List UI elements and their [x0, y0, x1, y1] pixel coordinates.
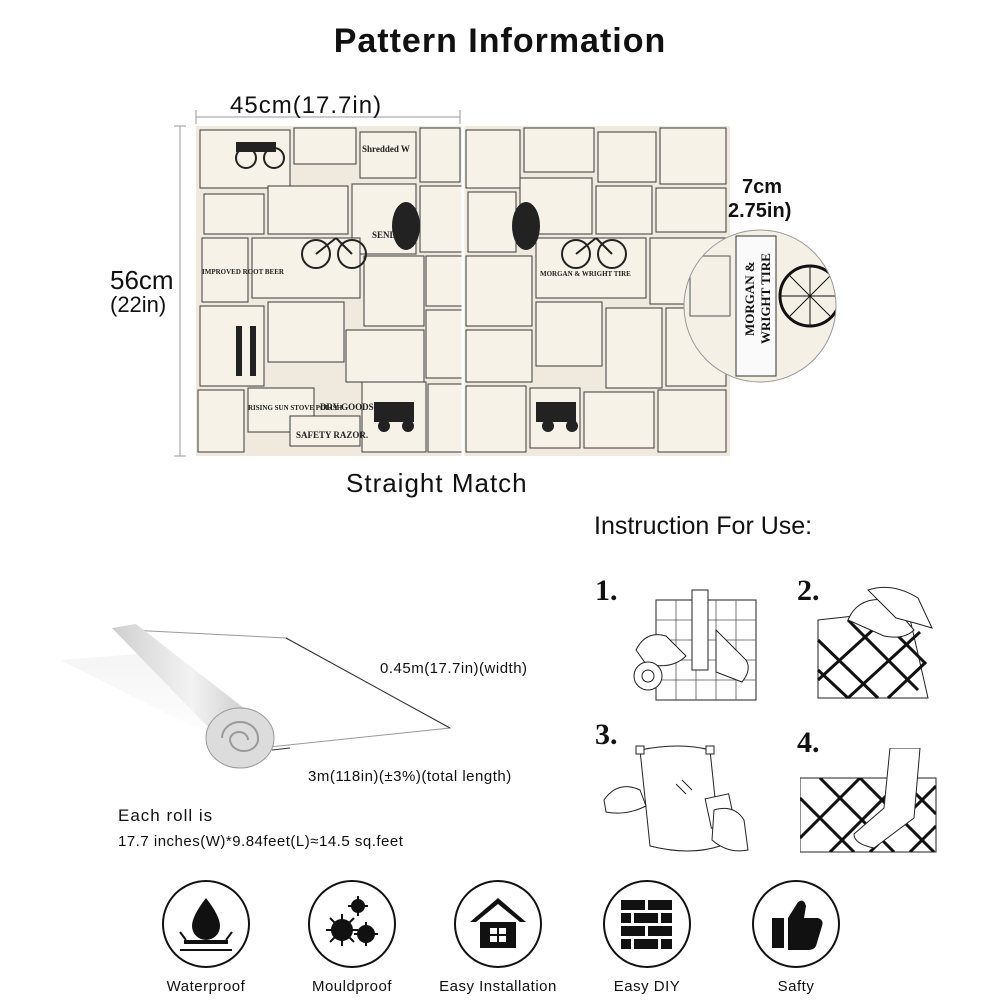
svg-text:MORGAN &: MORGAN &	[742, 261, 757, 336]
pattern-preview: Shredded W SAFETY RAZOR. MORGAN & WRIGHT…	[196, 126, 730, 456]
thumbs-up-icon	[772, 900, 823, 950]
feature-safety: Safty	[731, 880, 861, 995]
wallpaper-roll-illustration	[60, 624, 452, 769]
each-roll-label: Each roll is	[118, 806, 214, 825]
mould-spores-icon	[326, 896, 378, 946]
feature-easy-diy: Easy DIY	[582, 880, 712, 995]
pattern-width-label: 45cm(17.7in)	[230, 92, 383, 119]
instructions-title: Instruction For Use:	[594, 512, 813, 540]
roll-length-label: 3m(118in)(±3%)(total length)	[308, 768, 512, 785]
feature-mouldproof: Mouldproof	[287, 880, 417, 995]
step-2-peel-backing-illustration	[816, 586, 933, 700]
roll-width-label: 0.45m(17.7in)(width)	[380, 660, 528, 677]
step-1-measure-cut-illustration	[633, 589, 757, 701]
feature-label: Safty	[777, 978, 815, 995]
step-4-finished-wall-illustration	[800, 748, 937, 853]
sample-width-in: 2.75in)	[728, 200, 792, 222]
pattern-height-cm: 56cm	[110, 265, 174, 295]
print-text: MORGAN & WRIGHT TIRE	[540, 270, 631, 278]
feature-easy-installation: Easy Installation	[433, 880, 563, 995]
print-text: RISING SUN STOVE POLISH	[248, 404, 343, 412]
print-text: SEND ONE	[372, 230, 418, 240]
feature-waterproof: Waterproof	[141, 880, 271, 995]
step-3-apply-smooth-illustration	[603, 745, 749, 852]
zoomed-sample-circle: MORGAN & WRIGHT TIRE	[683, 229, 837, 383]
dimension-lines	[174, 110, 461, 457]
water-drop-icon	[179, 898, 233, 951]
each-roll-detail: 17.7 inches(W)*9.84feet(L)≈14.5 sq.feet	[118, 833, 404, 850]
step-number: 2.	[797, 574, 820, 607]
newspaper-pattern-image: Shredded W SAFETY RAZOR. MORGAN & WRIGHT…	[196, 126, 730, 456]
feature-label: Mouldproof	[311, 978, 393, 995]
sample-width-cm: 7cm	[742, 176, 783, 198]
page-title: Pattern Information	[333, 22, 667, 60]
house-icon	[470, 898, 526, 948]
print-text: IMPROVED ROOT BEER	[202, 268, 285, 276]
step-number: 1.	[595, 574, 618, 607]
pattern-height-in: (22in)	[110, 292, 167, 317]
print-text: DRY GOODS	[320, 402, 374, 412]
brick-wall-icon	[621, 900, 672, 949]
svg-text:WRIGHT TIRE: WRIGHT TIRE	[758, 253, 773, 344]
print-text: SAFETY RAZOR.	[296, 430, 368, 440]
step-number: 4.	[797, 726, 820, 759]
straight-match-label: Straight Match	[346, 468, 528, 498]
print-text: Shredded W	[362, 144, 410, 154]
feature-label: Easy Installation	[439, 978, 557, 995]
feature-label: Easy DIY	[613, 978, 681, 995]
feature-label: Waterproof	[166, 978, 246, 995]
step-number: 3.	[595, 718, 618, 751]
